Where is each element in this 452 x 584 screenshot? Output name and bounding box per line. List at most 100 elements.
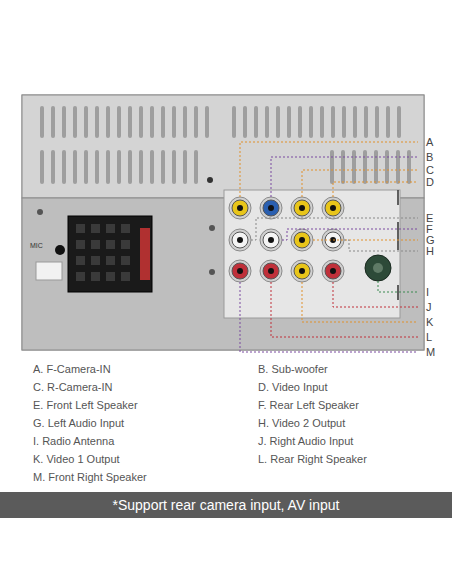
pin-cell xyxy=(91,224,100,233)
vent-slot xyxy=(276,106,280,138)
callout-letter: A xyxy=(426,135,433,149)
vent-slot xyxy=(150,106,154,138)
vent-slot xyxy=(385,150,389,184)
callout-letter: L xyxy=(426,330,432,344)
leader-line xyxy=(271,282,418,337)
vent-slot xyxy=(265,106,269,138)
jack-ring xyxy=(294,263,310,279)
vent-slot xyxy=(254,106,258,138)
leader-line xyxy=(378,281,418,292)
vent-slot xyxy=(194,150,198,184)
vent-slot xyxy=(73,106,77,138)
leader-line xyxy=(302,170,418,197)
vent-slot xyxy=(150,150,154,184)
rca-jack xyxy=(291,260,313,282)
vent-slot xyxy=(320,106,324,138)
jack-ring xyxy=(325,200,341,216)
vent-slot xyxy=(95,106,99,138)
vent-slot xyxy=(375,106,379,138)
rca-jack xyxy=(260,197,282,219)
jack-center xyxy=(237,205,243,211)
vent-slots xyxy=(40,106,411,184)
pin-cell xyxy=(76,240,85,249)
legend-entry: F. Rear Left Speaker xyxy=(258,398,359,412)
leader-line xyxy=(302,282,418,322)
vent-slot xyxy=(172,150,176,184)
jack-shell xyxy=(229,229,251,251)
vent-slot xyxy=(73,150,77,184)
connector-tab xyxy=(140,228,150,280)
vent-slot xyxy=(95,150,99,184)
top-panel xyxy=(22,95,424,198)
vent-slot xyxy=(342,106,346,138)
vent-slot xyxy=(353,106,357,138)
vent-slot xyxy=(183,150,187,184)
iso-connector xyxy=(68,216,152,292)
pin-cell xyxy=(106,272,115,281)
jack-shell xyxy=(322,197,344,219)
vent-slot xyxy=(287,106,291,138)
connector-pins xyxy=(76,224,130,281)
rca-jack xyxy=(291,197,313,219)
callout-letter: J xyxy=(426,300,432,314)
jack-center xyxy=(237,268,243,274)
jack-center xyxy=(299,237,305,243)
pin-cell xyxy=(76,224,85,233)
vent-slot xyxy=(62,150,66,184)
callout-letter: D xyxy=(426,175,434,189)
jack-center xyxy=(268,237,274,243)
callout-letter: K xyxy=(426,315,433,329)
rca-jack xyxy=(322,260,344,282)
leader-line xyxy=(282,229,418,240)
jack-shell xyxy=(260,229,282,251)
caption-band: *Support rear camera input, AV input xyxy=(0,492,452,518)
pin-cell xyxy=(106,240,115,249)
leader-line xyxy=(251,218,418,240)
screw-hole xyxy=(209,225,215,231)
vent-slot xyxy=(363,150,367,184)
antenna-socket xyxy=(365,255,391,281)
vent-slot xyxy=(386,106,390,138)
legend-entry: G. Left Audio Input xyxy=(33,416,124,430)
mic-jack xyxy=(55,245,65,255)
vent-slot xyxy=(117,150,121,184)
legend-entry: K. Video 1 Output xyxy=(33,452,120,466)
pin-cell xyxy=(121,256,130,265)
callout-letter: F xyxy=(426,222,433,236)
screw-hole xyxy=(37,209,43,215)
vent-slot xyxy=(330,150,334,184)
leader-line xyxy=(271,157,418,197)
vent-slot xyxy=(172,106,176,138)
leader-line xyxy=(240,142,418,197)
vent-slot xyxy=(396,150,400,184)
vent-slot xyxy=(309,106,313,138)
jack-shell xyxy=(229,260,251,282)
pin-cell xyxy=(91,240,100,249)
pin-cell xyxy=(91,272,100,281)
vent-slot xyxy=(84,106,88,138)
pin-cell xyxy=(106,256,115,265)
rca-jack xyxy=(229,229,251,251)
legend-entry: C. R-Camera-IN xyxy=(33,380,112,394)
vent-slot xyxy=(40,106,44,138)
pin-cell xyxy=(91,256,100,265)
vent-slot xyxy=(128,150,132,184)
jack-shell xyxy=(291,197,313,219)
pin-cell xyxy=(121,224,130,233)
jack-center xyxy=(268,205,274,211)
rca-jack xyxy=(229,260,251,282)
vent-slot xyxy=(341,150,345,184)
vent-slot xyxy=(51,106,55,138)
pin-cell xyxy=(76,272,85,281)
vent-slot xyxy=(62,106,66,138)
screw-hole xyxy=(209,269,215,275)
jack-shell xyxy=(229,197,251,219)
legend-entry: H. Video 2 Output xyxy=(258,416,345,430)
jack-ring xyxy=(294,200,310,216)
vent-slot xyxy=(298,106,302,138)
callout-letter: E xyxy=(426,211,433,225)
vent-slot xyxy=(51,150,55,184)
vent-slot xyxy=(232,106,236,138)
rca-plate xyxy=(224,190,400,318)
vent-slot xyxy=(205,106,209,138)
